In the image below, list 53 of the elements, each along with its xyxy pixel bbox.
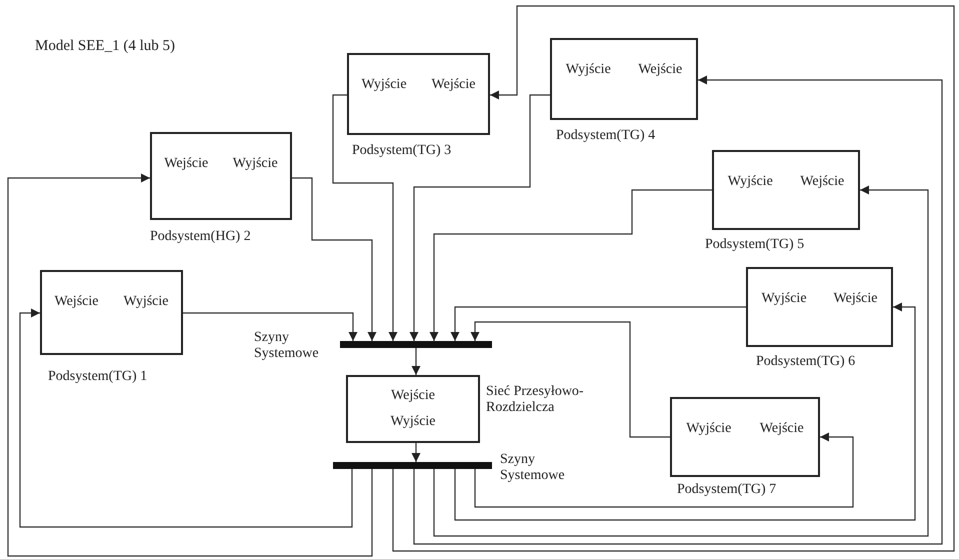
connector-arrow <box>410 94 550 341</box>
subsystem-caption: Sieć Przesyłowo-Rozdzielcza <box>486 384 585 416</box>
connector-arrow <box>332 94 398 341</box>
subsystem-caption: Podsystem(TG) 5 <box>705 237 806 253</box>
connector-arrow <box>292 177 376 341</box>
connector-arrow <box>412 443 420 462</box>
bus-bar <box>333 462 492 469</box>
port-label: Wyjście <box>362 77 407 93</box>
subsystem-caption: Podsystem(TG) 3 <box>352 143 452 159</box>
bus-label: Szyny Systemowe <box>254 330 320 362</box>
subsystem-caption: Podsystem(TG) 1 <box>48 369 148 385</box>
port-label: Wyjście <box>566 62 611 78</box>
subsystem-box <box>150 132 292 220</box>
port-label: Wejście <box>638 62 682 78</box>
port-label: Wejście <box>834 291 878 307</box>
port-label: Wyjście <box>123 294 168 310</box>
connector-arrow <box>183 312 358 341</box>
subsystem-box <box>712 150 860 230</box>
connector-arrow <box>19 308 353 528</box>
connector-arrow <box>392 5 955 552</box>
connector-arrow <box>412 348 420 375</box>
connector-arrow <box>470 321 670 438</box>
port-label: Wejście <box>54 294 98 310</box>
subsystem-caption: Podsystem(TG) 4 <box>556 128 656 144</box>
connector-arrow <box>433 186 929 537</box>
subsystem-box <box>670 397 820 477</box>
port-label: Wyjście <box>390 414 436 430</box>
port-label: Wejście <box>164 156 208 172</box>
subsystem-box <box>346 375 480 443</box>
subsystem-box <box>347 53 490 135</box>
bus-bar <box>340 341 492 348</box>
port-label: Wyjście <box>686 421 732 437</box>
diagram-title: Model SEE_1 (4 lub 5) <box>35 38 175 55</box>
port-label: Wejście <box>391 388 435 404</box>
port-label: Wejście <box>760 421 804 437</box>
bus-label: Szyny Systemowe <box>500 452 566 484</box>
connector-arrow <box>430 189 712 341</box>
subsystem-box <box>550 38 698 120</box>
connector-arrow <box>454 302 916 521</box>
port-label: Wejście <box>800 174 844 190</box>
port-label: Wejście <box>432 77 476 93</box>
subsystem-caption: Podsystem(TG) 7 <box>677 482 778 498</box>
subsystem-caption: Podsystem(HG) 2 <box>150 229 252 245</box>
connector-arrow <box>474 432 854 508</box>
port-label: Wyjście <box>232 156 278 172</box>
connector-arrow <box>7 174 373 557</box>
connector-arrow <box>413 76 943 545</box>
port-label: Wyjście <box>762 291 807 307</box>
connector-arrow <box>450 306 746 341</box>
subsystem-box <box>746 267 893 347</box>
port-label: Wyjście <box>728 174 773 190</box>
subsystem-box <box>40 270 183 355</box>
subsystem-caption: Podsystem(TG) 6 <box>756 354 856 370</box>
